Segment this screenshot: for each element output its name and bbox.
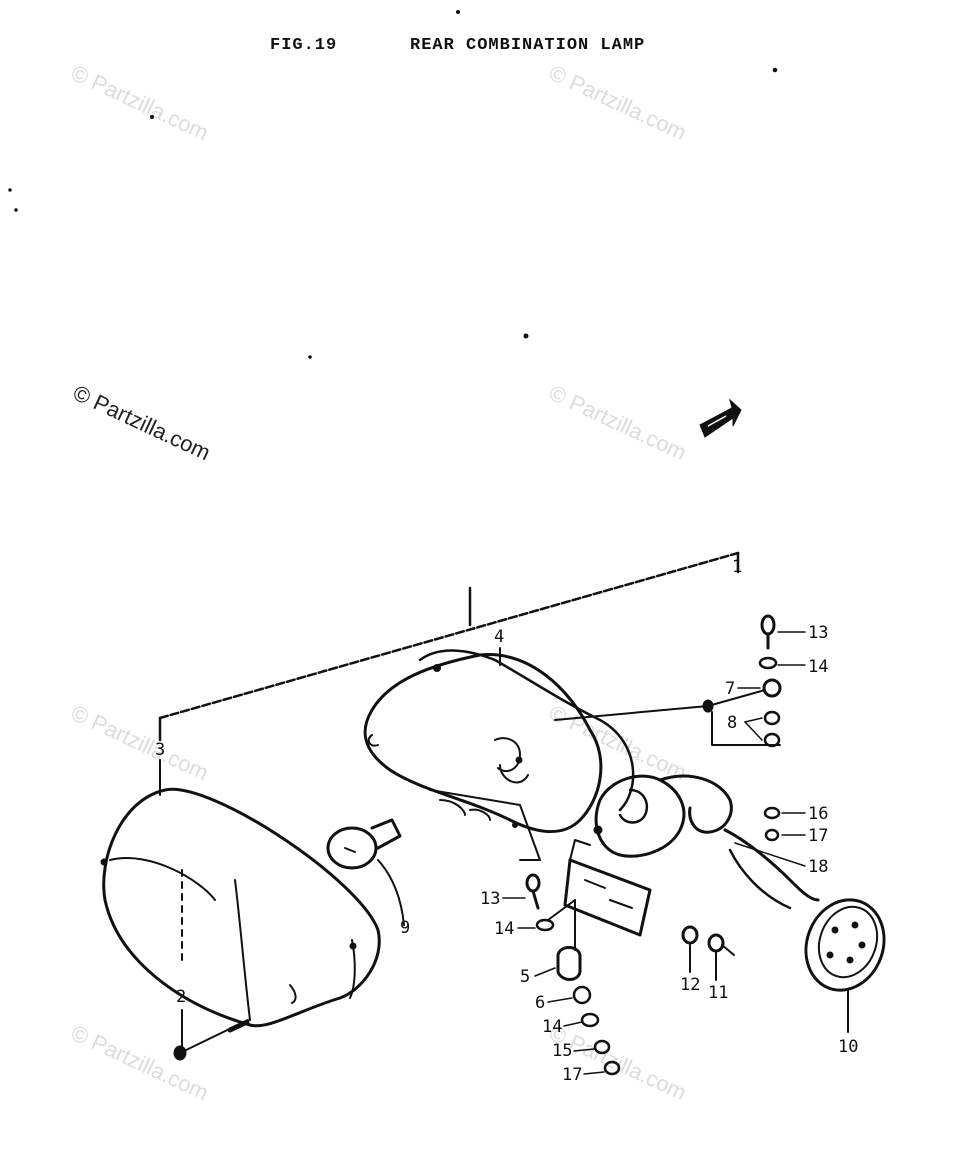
callout-7: 7 <box>725 679 735 699</box>
callout-16: 16 <box>808 804 828 824</box>
callout-labels: 1 2 3 4 5 6 7 8 9 10 11 12 13 14 13 14 1… <box>155 557 858 1085</box>
front-arrow-icon <box>699 398 742 438</box>
tail-bulb <box>326 818 405 926</box>
mounting-bracket <box>593 774 820 910</box>
callout-15: 15 <box>552 1041 572 1061</box>
callout-5: 5 <box>520 967 530 987</box>
callout-13: 13 <box>480 889 500 909</box>
hardware-center <box>525 873 621 1076</box>
hardware-lower-middle <box>681 925 735 981</box>
assembly-bracket <box>158 551 740 796</box>
rear-reflector <box>804 898 886 1033</box>
hardware-upper-right <box>554 614 782 748</box>
callout-14: 14 <box>808 657 828 677</box>
lens-screw <box>173 1009 250 1061</box>
license-plate-plate <box>563 839 652 937</box>
scan-specks <box>8 10 778 359</box>
callout-6: 6 <box>535 993 545 1013</box>
callout-17: 17 <box>808 826 828 846</box>
callout-8: 8 <box>727 713 737 733</box>
lamp-housing <box>363 649 635 861</box>
callout-9: 9 <box>400 918 410 938</box>
callout-12: 12 <box>680 975 700 995</box>
callout-17: 17 <box>562 1065 582 1085</box>
callout-14: 14 <box>494 919 514 939</box>
callout-13: 13 <box>808 623 828 643</box>
figure-title: REAR COMBINATION LAMP <box>410 36 646 55</box>
leader-lines <box>502 631 806 1075</box>
callout-14: 14 <box>542 1017 562 1037</box>
callout-18: 18 <box>808 857 828 877</box>
callout-2: 2 <box>176 987 186 1007</box>
tail-lamp-lens <box>100 787 381 1028</box>
callout-10: 10 <box>838 1037 858 1057</box>
callout-11: 11 <box>708 983 728 1003</box>
hardware-right <box>763 806 781 842</box>
callout-1: 1 <box>732 557 742 577</box>
callout-4: 4 <box>494 627 504 647</box>
callout-3: 3 <box>155 740 165 760</box>
figure-number: FIG.19 <box>270 36 338 55</box>
